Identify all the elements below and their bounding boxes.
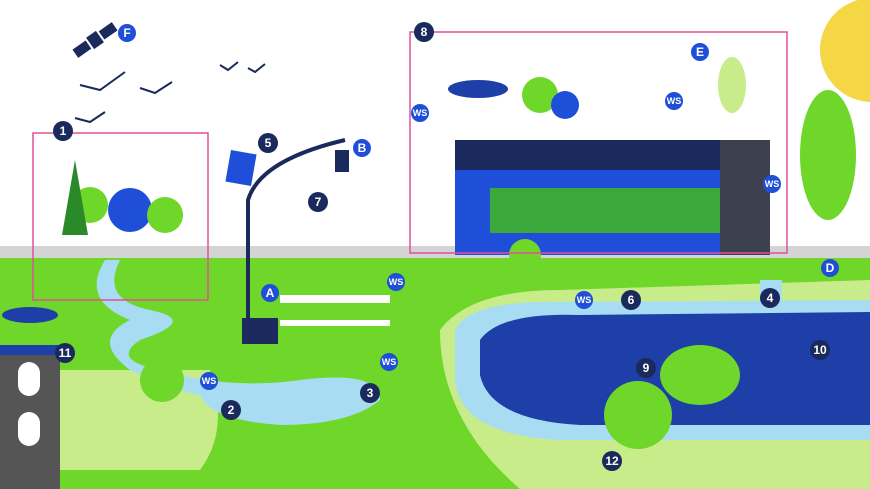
solar-panel	[225, 149, 257, 187]
svg-text:WS: WS	[202, 376, 217, 386]
satellite-icon	[72, 22, 118, 58]
bench-seat	[280, 320, 390, 326]
svg-text:WS: WS	[382, 357, 397, 367]
ws-marker[interactable]: WS	[411, 104, 429, 122]
marker-10[interactable]: 10	[810, 340, 830, 360]
marker-2[interactable]: 2	[221, 400, 241, 420]
svg-text:1: 1	[60, 124, 67, 138]
numbered-markers: 1 2 3 4 5 6 7 8 9 10 11 12	[53, 22, 830, 471]
svg-text:10: 10	[813, 343, 827, 357]
tree	[509, 239, 541, 271]
tree	[108, 188, 152, 232]
marker-5[interactable]: 5	[258, 133, 278, 153]
marker-6[interactable]: 6	[621, 290, 641, 310]
svg-text:5: 5	[265, 136, 272, 150]
marker-12[interactable]: 12	[602, 451, 622, 471]
vertical-garden	[490, 188, 720, 233]
svg-text:WS: WS	[413, 108, 428, 118]
marker-8[interactable]: 8	[414, 22, 434, 42]
island	[660, 345, 740, 405]
svg-text:4: 4	[767, 291, 774, 305]
bird	[79, 71, 126, 92]
marker-b[interactable]: B	[353, 139, 371, 157]
svg-text:8: 8	[421, 25, 428, 39]
building-side-shadow	[720, 140, 770, 255]
svg-text:9: 9	[643, 361, 650, 375]
ws-marker[interactable]: WS	[200, 372, 218, 390]
tree	[62, 160, 88, 235]
bird	[247, 63, 266, 74]
svg-text:WS: WS	[389, 277, 404, 287]
marker-f[interactable]: F	[118, 24, 136, 42]
birds	[74, 61, 266, 124]
building-roof	[0, 345, 62, 355]
window	[18, 412, 40, 446]
bird	[74, 111, 106, 124]
marker-7[interactable]: 7	[308, 192, 328, 212]
tree	[800, 90, 856, 220]
marker-a[interactable]: A	[261, 284, 279, 302]
svg-text:2: 2	[228, 403, 235, 417]
ws-marker[interactable]: WS	[380, 353, 398, 371]
marker-e[interactable]: E	[691, 43, 709, 61]
window	[18, 362, 40, 396]
marker-4[interactable]: 4	[760, 288, 780, 308]
bench	[280, 295, 390, 303]
svg-text:D: D	[826, 261, 835, 275]
rain-cloud	[448, 80, 508, 98]
sun	[820, 0, 870, 102]
tree	[147, 197, 183, 233]
bird	[219, 61, 239, 72]
smart-lamp-post	[246, 138, 346, 320]
zone-frame-1	[32, 132, 209, 301]
ws-marker[interactable]: WS	[387, 273, 405, 291]
tree	[551, 91, 579, 119]
svg-text:7: 7	[315, 195, 322, 209]
tree	[718, 57, 746, 113]
zone-frame-8	[409, 31, 788, 254]
tree	[604, 381, 672, 449]
trees	[62, 57, 856, 449]
charging-box	[242, 318, 278, 344]
marker-11[interactable]: 11	[55, 343, 75, 363]
marker-1[interactable]: 1	[53, 121, 73, 141]
marker-d[interactable]: D	[821, 259, 839, 277]
svg-text:E: E	[696, 45, 704, 59]
svg-text:F: F	[123, 26, 130, 40]
svg-text:6: 6	[628, 293, 635, 307]
svg-text:3: 3	[367, 386, 374, 400]
marker-9[interactable]: 9	[636, 358, 656, 378]
letter-markers: A B D E F	[118, 24, 839, 302]
svg-text:WS: WS	[577, 295, 592, 305]
svg-text:A: A	[266, 286, 275, 300]
ws-marker[interactable]: WS	[575, 291, 593, 309]
svg-text:WS: WS	[765, 179, 780, 189]
ws-marker[interactable]: WS	[665, 92, 683, 110]
bird	[139, 81, 173, 95]
ws-markers: WS WS WS WS WS WS WS	[200, 92, 781, 390]
svg-text:B: B	[358, 141, 367, 155]
lamp-sensor	[335, 150, 349, 172]
svg-text:12: 12	[605, 454, 619, 468]
park-bottom-left	[60, 370, 218, 470]
tree	[140, 358, 184, 402]
ws-marker[interactable]: WS	[763, 175, 781, 193]
svg-text:WS: WS	[667, 96, 682, 106]
svg-text:11: 11	[59, 346, 72, 360]
rain-cloud	[2, 307, 58, 323]
marker-3[interactable]: 3	[360, 383, 380, 403]
tree	[522, 77, 558, 113]
